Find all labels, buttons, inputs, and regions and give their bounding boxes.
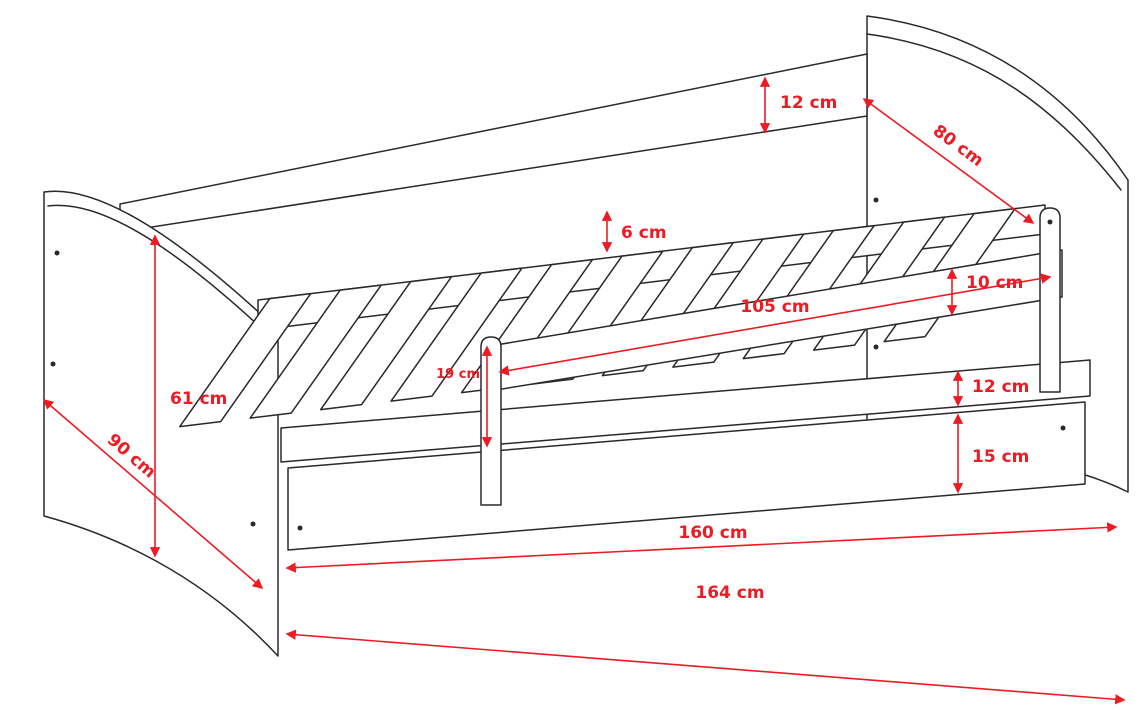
- screw-dot: [1047, 219, 1053, 225]
- dim-headboard-height-label: 61 cm: [170, 389, 227, 409]
- dim-back-rail-height-label: 12 cm: [780, 93, 837, 113]
- screw-dot: [54, 250, 60, 256]
- dim-bed-depth-arrow: [42, 398, 264, 590]
- guard-post-left: [480, 336, 502, 506]
- footboard-panel: [43, 190, 279, 657]
- screw-dot: [873, 197, 879, 203]
- dim-outer-length-arrow: [285, 629, 1126, 705]
- slat: [390, 267, 523, 402]
- dim-inner-length-label: 160 cm: [678, 523, 747, 543]
- slat: [249, 284, 382, 419]
- dim-side-rail-height-label: 12 cm: [972, 377, 1029, 397]
- dim-slat-frame-height-label: 6 cm: [621, 223, 667, 243]
- guard-post-right: [1039, 207, 1061, 393]
- dim-drawer-height-label: 15 cm: [972, 447, 1029, 467]
- dim-outer-length-label: 164 cm: [695, 583, 764, 603]
- back-guard-rail: [119, 53, 868, 233]
- headboard-thickness-edge: [866, 33, 1122, 191]
- screw-dot: [250, 521, 256, 527]
- dim-bed-width-arrow: [862, 98, 1035, 224]
- dim-guard-rail-length-label: 105 cm: [740, 297, 809, 317]
- dim-inner-length-arrow: [285, 522, 1118, 573]
- slat: [319, 275, 453, 411]
- dim-guard-rail-length-arrow: [498, 273, 1052, 376]
- screw-dot: [873, 344, 879, 350]
- screw-dot: [297, 525, 303, 531]
- screw-dot: [50, 361, 56, 367]
- footboard-outline: [43, 190, 279, 657]
- screw-dot: [1060, 425, 1066, 431]
- bed-drawing: [43, 15, 1129, 657]
- dim-guard-post-height-label: 19 cm: [436, 367, 480, 382]
